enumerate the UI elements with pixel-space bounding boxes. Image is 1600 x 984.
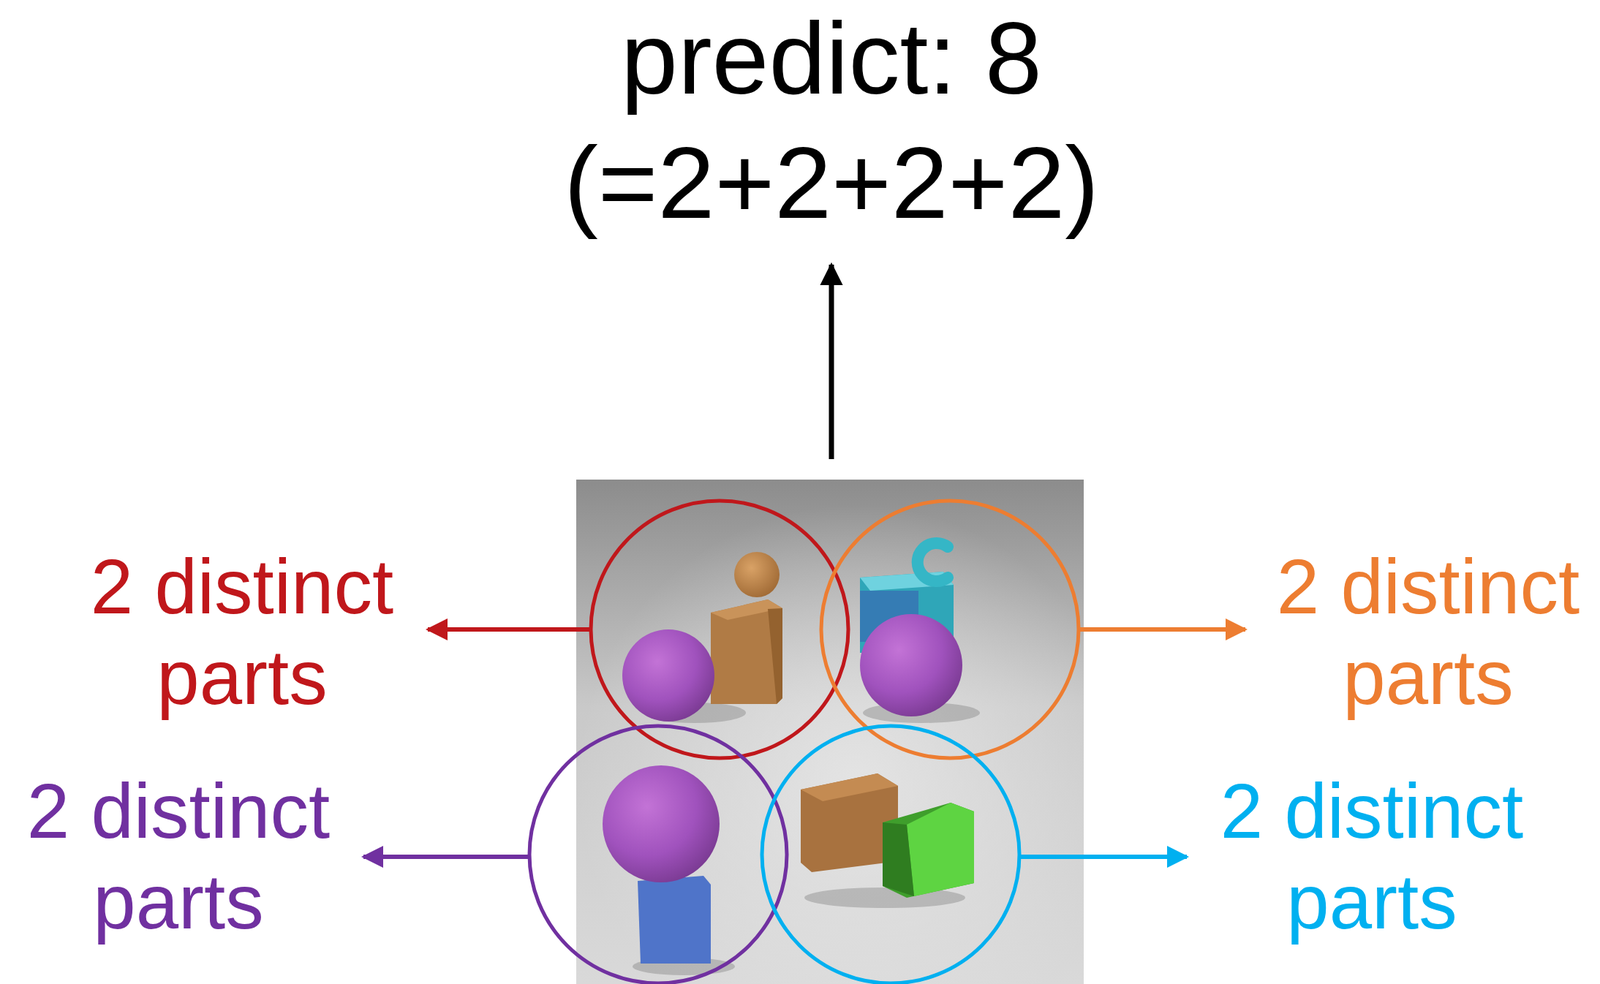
part-count-label: 2 distinct parts (1267, 541, 1590, 724)
part-count-label: 2 distinct parts (1210, 766, 1533, 948)
region-circle (821, 500, 1079, 759)
leader-arrow (427, 627, 591, 632)
region-circle (761, 726, 1020, 984)
part-count-label: 2 distinct parts (17, 766, 340, 948)
part-count-label: 2 distinct parts (81, 541, 403, 724)
leader-arrow (1020, 854, 1187, 860)
prediction-arrow (829, 264, 835, 460)
prediction-formula: (=2+2+2+2) (563, 122, 1100, 243)
scene-image (576, 479, 1084, 984)
prediction-text: predict: 8 (620, 0, 1043, 120)
region-circle (529, 726, 787, 984)
leader-arrow (363, 854, 529, 860)
leader-arrow (1079, 627, 1246, 632)
region-circle (590, 500, 849, 759)
